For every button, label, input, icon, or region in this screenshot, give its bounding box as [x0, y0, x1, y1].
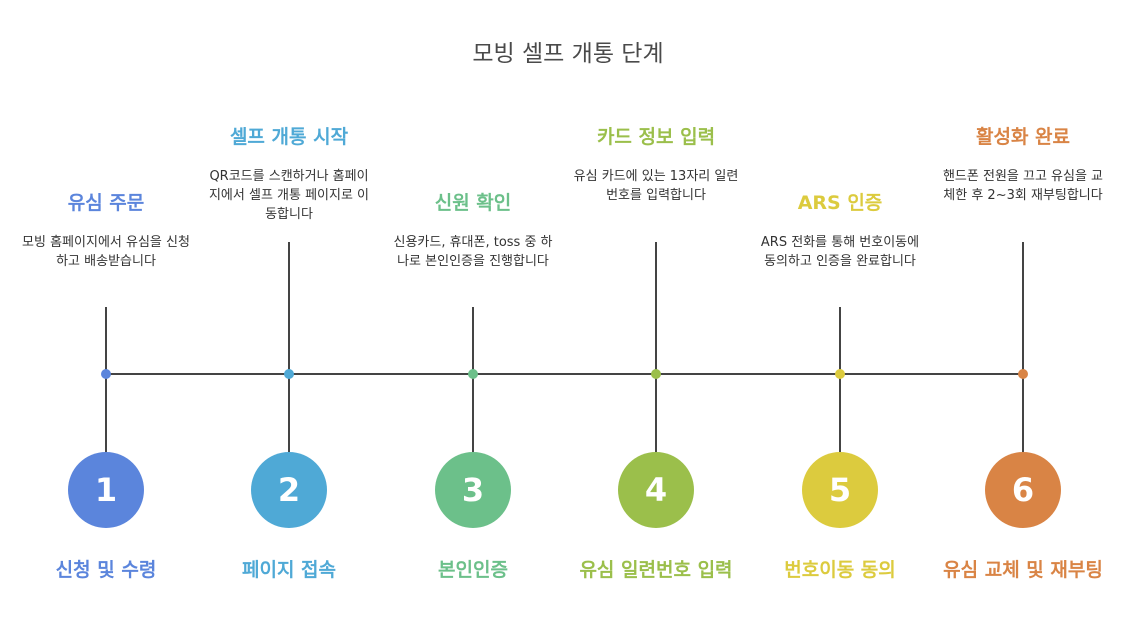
step-6-description: 핸드폰 전원을 끄고 유심을 교체한 후 2~3회 재부팅합니다 [942, 169, 1104, 203]
step-1-label: 신청 및 수령 [55, 559, 157, 581]
step-4-label: 유심 일련번호 입력 [579, 559, 733, 581]
step-2-description: QR코드를 스캔하거나 홈페이지에서 셀프 개통 페이지로 이동합니다 [208, 169, 370, 222]
timeline-dot-2 [284, 369, 294, 379]
step-5-label: 번호이동 동의 [784, 559, 896, 581]
step-1-number-badge: 1 [68, 452, 144, 528]
timeline-dot-3 [468, 369, 478, 379]
step-5-title: ARS 인증 [797, 192, 883, 214]
step-4-number-badge: 4 [618, 452, 694, 528]
timeline-dot-6 [1018, 369, 1028, 379]
page-title: 모빙 셀프 개통 단계 [472, 41, 664, 67]
step-2-title: 셀프 개통 시작 [229, 126, 349, 148]
step-3-label: 본인인증 [438, 559, 508, 581]
step-3-description: 신용카드, 휴대폰, toss 중 하나로 본인인증을 진행합니다 [393, 235, 553, 269]
step-5-description: ARS 전화를 통해 번호이동에 동의하고 인증을 완료합니다 [760, 235, 920, 269]
step-3-number-badge: 3 [435, 452, 511, 528]
step-4-description: 유심 카드에 있는 13자리 일련번호를 입력합니다 [573, 169, 739, 203]
timeline-dot-1 [101, 369, 111, 379]
step-6-number-badge: 6 [985, 452, 1061, 528]
step-1-description: 모빙 홈페이지에서 유심을 신청하고 배송받습니다 [22, 235, 190, 269]
timeline-dot-5 [835, 369, 845, 379]
step-3-title: 신원 확인 [434, 192, 512, 214]
step-6-label: 유심 교체 및 재부팅 [943, 559, 1103, 581]
step-1-title: 유심 주문 [67, 192, 145, 214]
step-2-label: 페이지 접속 [241, 559, 336, 581]
timeline-dot-4 [651, 369, 661, 379]
step-2-number-badge: 2 [251, 452, 327, 528]
step-4-title: 카드 정보 입력 [596, 126, 716, 148]
step-5-number-badge: 5 [802, 452, 878, 528]
step-6-title: 활성화 완료 [975, 126, 1070, 148]
